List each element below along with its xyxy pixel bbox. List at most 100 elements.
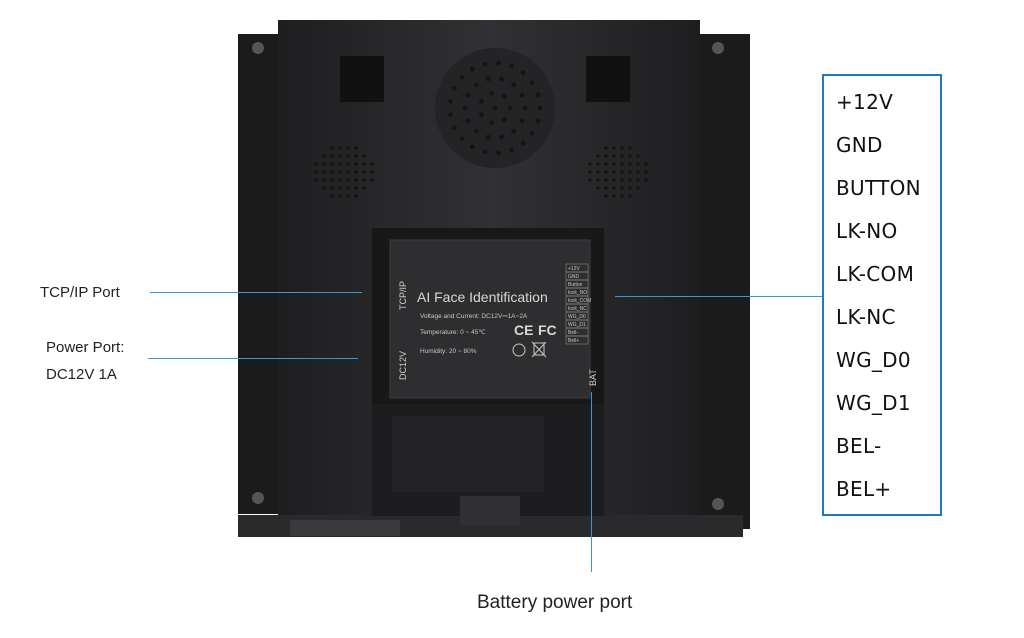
terminal-row-label: lock_NC: [568, 306, 587, 312]
speaker-hole: [473, 129, 479, 134]
speaker-hole: [354, 170, 358, 174]
speaker-hole: [620, 186, 624, 190]
speaker-hole: [628, 170, 632, 174]
screw-icon: [712, 42, 724, 54]
terminal-row-label: +12V: [568, 266, 580, 272]
speaker-hole: [537, 105, 543, 111]
label-sticker: [389, 239, 591, 399]
sticker-dc12v: DC12V: [398, 351, 408, 380]
speaker-hole: [459, 136, 465, 142]
speaker-hole: [519, 118, 525, 124]
speaker-hole: [473, 82, 479, 87]
svg-text:Temperature: 0 ~ 45℃: Temperature: 0 ~ 45℃: [420, 329, 486, 336]
speaker-hole: [604, 178, 608, 182]
speaker-hole: [636, 178, 640, 182]
speaker-hole: [520, 70, 526, 76]
speaker-hole: [522, 105, 528, 111]
speaker-hole: [612, 146, 616, 150]
speaker-hole: [495, 60, 501, 66]
speaker-hole: [596, 186, 600, 190]
speaker-hole: [448, 112, 453, 118]
speaker-hole: [604, 170, 608, 174]
speaker-hole: [612, 194, 616, 198]
tcpip-port-label: TCP/IP Port: [40, 284, 120, 301]
pin-label: LK-NO: [836, 219, 898, 243]
speaker-hole: [354, 178, 358, 182]
speaker-hole: [620, 146, 624, 150]
speaker-hole: [588, 170, 592, 174]
power-port-label: Power Port:: [46, 339, 125, 356]
speaker-hole: [330, 154, 334, 158]
speaker-grille-center: [435, 48, 555, 168]
speaker-hole: [370, 170, 374, 174]
speaker-hole: [620, 154, 624, 158]
speaker-hole: [346, 162, 350, 166]
speaker-hole: [529, 80, 535, 86]
speaker-hole: [509, 63, 514, 69]
device-back-photo: AI Face Identification Voltage and Curre…: [238, 20, 750, 537]
speaker-hole: [495, 150, 501, 156]
leader-terminal: [615, 296, 822, 297]
speaker-hole: [612, 178, 616, 182]
speaker-hole: [330, 194, 334, 198]
speaker-hole: [314, 178, 318, 182]
speaker-hole: [620, 162, 624, 166]
speaker-hole: [362, 162, 366, 166]
speaker-hole: [338, 186, 342, 190]
speaker-hole: [362, 154, 366, 158]
speaker-hole: [535, 118, 541, 124]
speaker-hole: [612, 170, 616, 174]
speaker-hole: [628, 154, 632, 158]
speaker-hole: [604, 162, 608, 166]
pin-label: GND: [836, 133, 883, 157]
pin-label: WG_D0: [836, 348, 911, 372]
speaker-hole: [499, 76, 505, 82]
speaker-hole: [636, 186, 640, 190]
speaker-hole: [501, 93, 507, 99]
speaker-hole: [346, 194, 350, 198]
speaker-hole: [346, 186, 350, 190]
svg-text:Humidity: 20 ~ 80%: Humidity: 20 ~ 80%: [420, 348, 477, 355]
speaker-hole: [485, 76, 491, 82]
speaker-hole: [338, 146, 342, 150]
wiring-pin-list: +12V GND BUTTON LK-NO LK-COM LK-NC WG_D0…: [822, 74, 942, 516]
speaker-hole: [612, 186, 616, 190]
speaker-hole: [346, 154, 350, 158]
speaker-grille-right: [588, 146, 648, 198]
speaker-hole: [596, 154, 600, 158]
speaker-hole: [465, 92, 471, 98]
battery-port-label: Battery power port: [477, 592, 633, 613]
speaker-hole: [338, 178, 342, 182]
speaker-hole: [596, 162, 600, 166]
pin-label: +12V: [836, 90, 894, 114]
ce-mark: CE: [514, 322, 533, 338]
speaker-hole: [644, 162, 648, 166]
speaker-hole: [636, 162, 640, 166]
speaker-hole: [509, 147, 514, 153]
speaker-hole: [330, 186, 334, 190]
speaker-hole: [354, 162, 358, 166]
left-rail: [238, 34, 278, 514]
speaker-hole: [330, 178, 334, 182]
speaker-hole: [465, 118, 471, 124]
speaker-hole: [519, 92, 525, 98]
speaker-hole: [604, 194, 608, 198]
terminal-row-label: Button: [568, 282, 583, 288]
speaker-hole: [588, 178, 592, 182]
speaker-hole: [489, 90, 495, 96]
pin-label: LK-NC: [836, 305, 896, 329]
speaker-hole: [636, 170, 640, 174]
mount-clip: [586, 56, 630, 102]
fire-safety-icon: [512, 343, 526, 357]
speaker-hole: [604, 146, 608, 150]
speaker-hole: [338, 170, 342, 174]
weee-bin-icon: [533, 342, 545, 356]
speaker-hole: [492, 105, 498, 111]
svg-text:Voltage and Current: DC12V⎓1A~: Voltage and Current: DC12V⎓1A~2A: [420, 313, 528, 320]
speaker-hole: [588, 162, 592, 166]
speaker-hole: [452, 125, 457, 130]
bay-tab: [460, 496, 520, 526]
speaker-hole: [322, 178, 326, 182]
leader-battery: [591, 392, 592, 572]
speaker-hole: [507, 105, 513, 111]
